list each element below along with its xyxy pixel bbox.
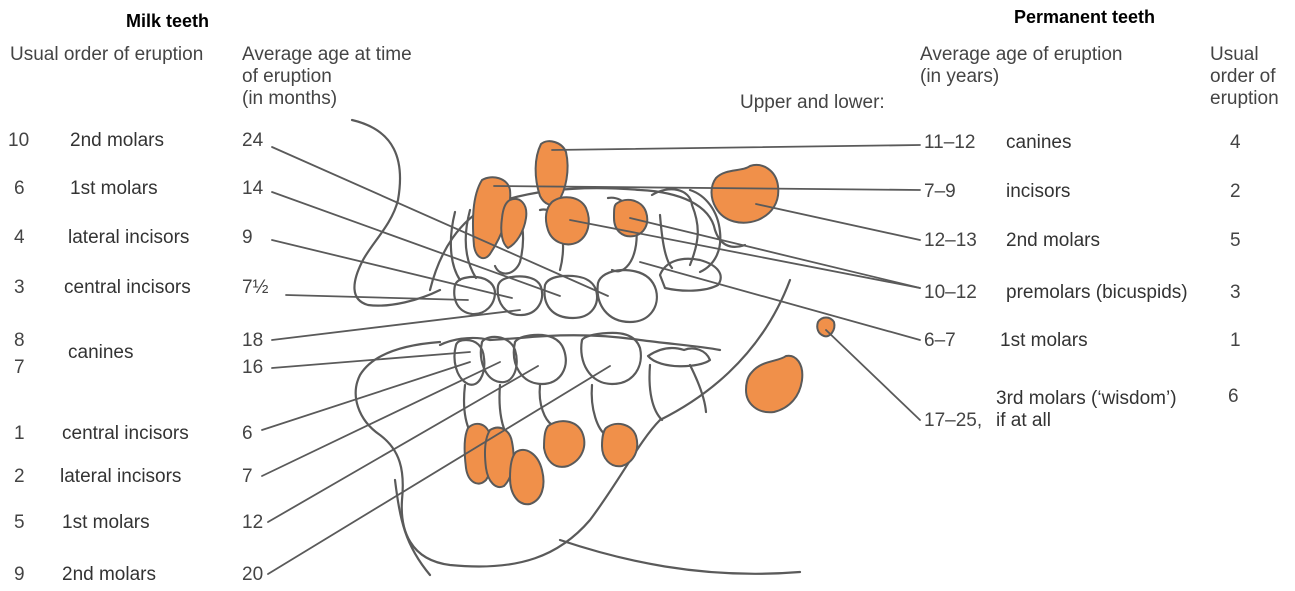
permanent-age: 12–13 — [924, 230, 977, 252]
permanent-age: 17–25, — [924, 410, 982, 432]
milk-tooth-name: 2nd molars — [70, 130, 164, 152]
permanent-order: 6 — [1228, 386, 1239, 408]
milk-age: 20 — [242, 564, 263, 586]
permanent-lower-premolar — [544, 421, 584, 467]
lower-milk-2nd-molar — [648, 348, 710, 366]
permanent-order: 2 — [1230, 181, 1241, 203]
permanent-3rd-molar — [746, 356, 802, 413]
leader-milk-18 — [272, 310, 520, 340]
permanent-tooth-name: 1st molars — [1000, 330, 1088, 352]
upper-and-lower-label: Upper and lower: — [740, 92, 885, 114]
chin-outline — [395, 480, 800, 575]
milk-tooth-name: canines — [68, 342, 134, 364]
milk-tooth-name: 1st molars — [62, 512, 150, 534]
milk-order: 5 — [14, 512, 25, 534]
permanent-lower-premolar-2 — [602, 424, 637, 466]
leader-perm-10-12a — [570, 220, 920, 288]
milk-order: 6 — [14, 178, 25, 200]
permanent-order: 5 — [1230, 230, 1241, 252]
permanent-tooth-name: 3rd molars (‘wisdom’) if at all — [996, 388, 1177, 432]
permanent-age: 6–7 — [924, 330, 956, 352]
milk-age: 12 — [242, 512, 263, 534]
milk-age-header: Average age at time of eruption (in mont… — [242, 44, 412, 110]
milk-age: 24 — [242, 130, 263, 152]
upper-milk-canine — [544, 276, 597, 318]
milk-age: 18 — [242, 330, 263, 352]
milk-tooth-name: lateral incisors — [68, 227, 189, 249]
milk-age: 9 — [242, 227, 253, 249]
lower-milk-1st-molar — [581, 333, 641, 384]
milk-tooth-name: central incisors — [64, 277, 191, 299]
permanent-1st-molar — [817, 318, 834, 337]
milk-teeth-title: Milk teeth — [126, 10, 209, 32]
permanent-tooth-name: incisors — [1006, 181, 1070, 203]
milk-order-header: Usual order of eruption — [10, 44, 203, 66]
leader-perm-17-25 — [826, 330, 920, 420]
leader-perm-10-12b — [630, 218, 920, 288]
leader-milk-7-5 — [286, 295, 468, 300]
milk-order: 4 — [14, 227, 25, 249]
lower-milk-canine — [514, 335, 566, 384]
milk-order: 10 — [8, 130, 29, 152]
leader-milk-20 — [268, 366, 610, 574]
permanent-upper-premolar — [546, 197, 589, 244]
leader-perm-6-7 — [640, 262, 920, 340]
permanent-tooth-name: 2nd molars — [1006, 230, 1100, 252]
permanent-age-header: Average age of eruption (in years) — [920, 44, 1122, 88]
milk-tooth-name: central incisors — [62, 423, 189, 445]
leader-perm-11-12 — [552, 145, 920, 150]
milk-age: 7 — [242, 466, 253, 488]
leader-milk-16 — [272, 352, 470, 368]
permanent-tooth-name: premolars (bicuspids) — [1006, 282, 1188, 304]
permanent-tooth-name: canines — [1006, 132, 1072, 154]
lower-milk-lateral-incisor — [481, 337, 517, 382]
milk-age: 16 — [242, 357, 263, 379]
milk-order: 3 — [14, 277, 25, 299]
permanent-order: 4 — [1230, 132, 1241, 154]
milk-order: 8 — [14, 330, 25, 352]
milk-tooth-name: lateral incisors — [60, 466, 181, 488]
milk-tooth-name: 2nd molars — [62, 564, 156, 586]
milk-age: 7½ — [242, 277, 268, 299]
permanent-age: 11–12 — [924, 132, 975, 154]
leader-perm-12-13 — [756, 204, 920, 240]
milk-age: 6 — [242, 423, 253, 445]
permanent-order: 1 — [1230, 330, 1241, 352]
permanent-order: 3 — [1230, 282, 1241, 304]
permanent-2nd-molar — [712, 165, 779, 223]
permanent-order-header: Usual order of eruption — [1210, 44, 1279, 110]
permanent-teeth-title: Permanent teeth — [1014, 6, 1155, 28]
permanent-lower-canine — [510, 450, 544, 504]
upper-milk-central-incisor — [454, 277, 495, 314]
milk-order: 1 — [14, 423, 25, 445]
milk-order: 9 — [14, 564, 25, 586]
leader-milk-6 — [262, 362, 470, 430]
permanent-age: 10–12 — [924, 282, 977, 304]
milk-order: 2 — [14, 466, 25, 488]
permanent-age: 7–9 — [924, 181, 956, 203]
milk-age: 14 — [242, 178, 263, 200]
milk-tooth-name: 1st molars — [70, 178, 158, 200]
milk-order: 7 — [14, 357, 25, 379]
